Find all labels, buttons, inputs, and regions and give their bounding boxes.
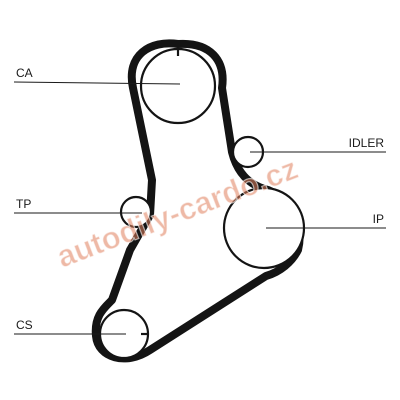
cs-label: CS: [16, 318, 33, 332]
tp-label: TP: [16, 197, 31, 211]
camshaft-pulley: [139, 47, 217, 125]
idler-label: IDLER: [349, 136, 385, 150]
ca-leader-line: [13, 81, 181, 85]
ip-label: IP: [373, 212, 384, 226]
ca-label: CA: [16, 66, 33, 80]
tensioner-pulley: [119, 195, 153, 229]
